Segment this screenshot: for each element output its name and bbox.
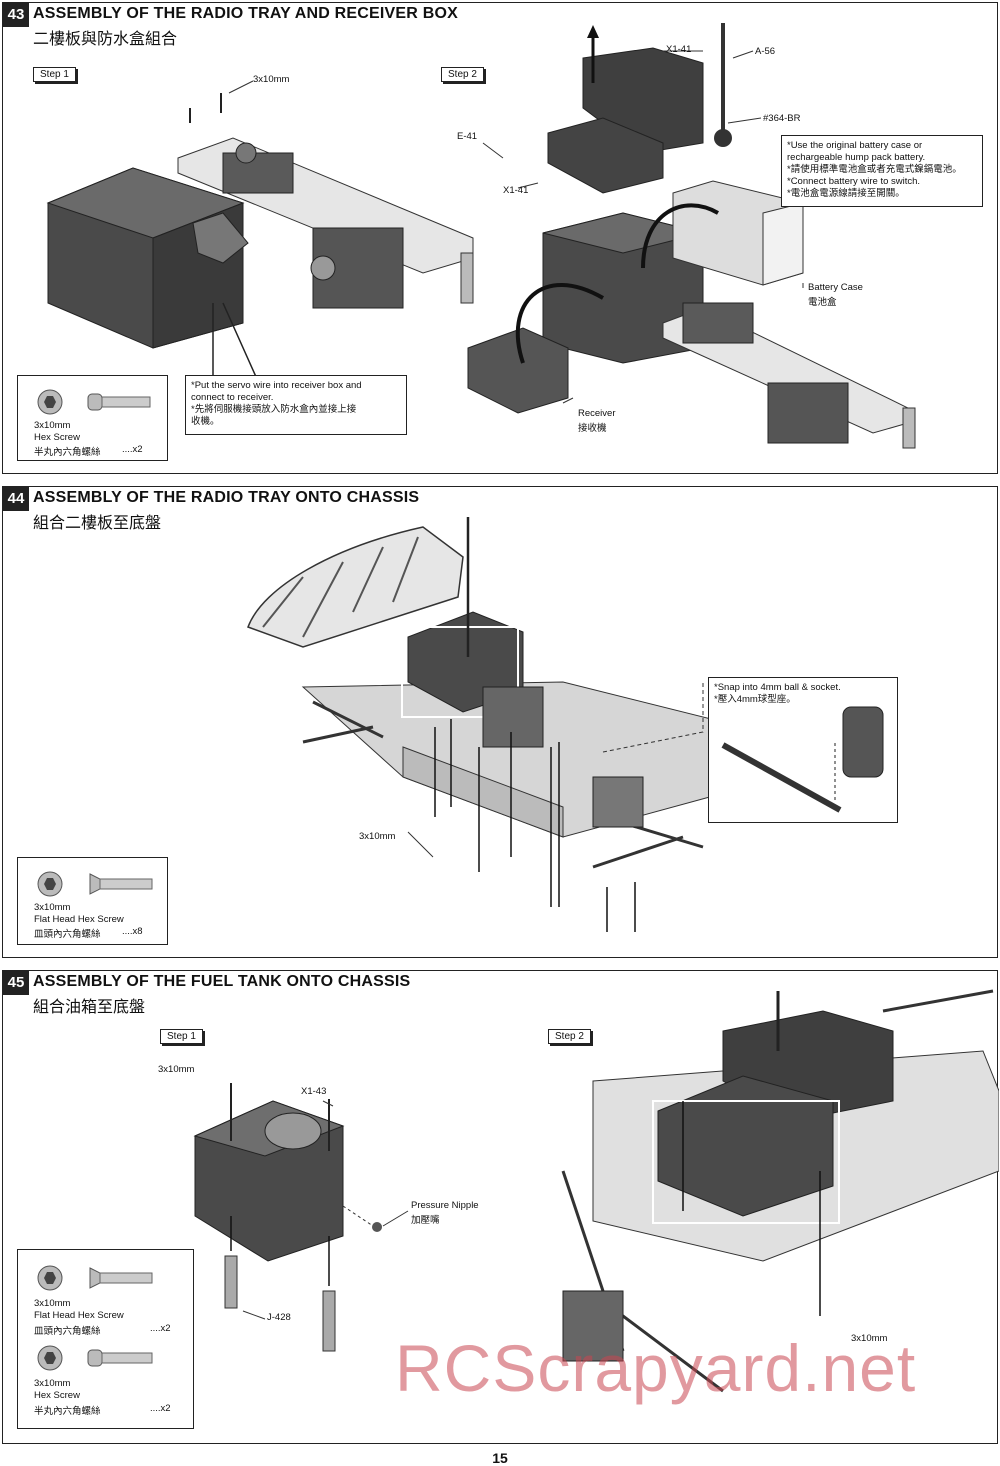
note-line: *Put the servo wire into receiver box an… [191, 380, 362, 391]
section-title: ASSEMBLY OF THE FUEL TANK ONTO CHASSIS [33, 973, 411, 990]
legend-quantity: ....x2 [150, 1323, 171, 1334]
hex-screw-icon [37, 389, 151, 415]
legend-quantity: ....x8 [122, 926, 143, 937]
note-line: rechargeable hump pack battery. [787, 152, 926, 163]
battery-note: *Use the original battery case or rechar… [781, 135, 983, 207]
label-x1-43: X1-43 [301, 1086, 327, 1097]
label-3x10mm: 3x10mm [253, 74, 290, 85]
note-line: 收機。 [191, 416, 220, 427]
hex-screw-icon [37, 1345, 153, 1371]
label-battery-case-chinese: 電池盒 [808, 297, 837, 308]
label-a-56: A-56 [755, 46, 776, 57]
label-3x10mm: 3x10mm [359, 831, 396, 842]
label-364-br: #364-BR [763, 113, 801, 124]
note-line: *請使用標準電池盒或者充電式鎳鎘電池。 [787, 164, 962, 175]
section-title-chinese: 組合二樓板至底盤 [33, 515, 162, 532]
legend-quantity: ....x2 [150, 1403, 171, 1414]
section-44: 44 ASSEMBLY OF THE RADIO TRAY ONTO CHASS… [2, 486, 998, 958]
label-receiver: Receiver [578, 408, 616, 419]
hardware-legend: 3x10mm Flat Head Hex Screw 皿頭內六角螺絲 ....x… [17, 1249, 194, 1429]
note-line: *電池盒電源線請接至開關。 [787, 188, 905, 199]
label-e-41: E-41 [457, 131, 478, 142]
note-line: *Connect battery wire to switch. [787, 176, 921, 187]
legend-name-chinese: 皿頭內六角螺絲 [34, 929, 101, 940]
note-line: *Use the original battery case or [787, 140, 923, 151]
legend-name: Hex Screw [34, 1390, 80, 1401]
note-line: connect to receiver. [191, 392, 274, 403]
legend-size: 3x10mm [34, 1298, 71, 1309]
legend-quantity: ....x2 [122, 444, 143, 455]
legend-name: Hex Screw [34, 432, 80, 443]
label-receiver-chinese: 接收機 [578, 423, 607, 434]
legend-size: 3x10mm [34, 420, 71, 431]
legend-name-chinese: 半丸內六角螺絲 [34, 1406, 101, 1417]
radio-tray-plate-drawing [177, 137, 474, 309]
step-2-label: Step 2 [441, 67, 484, 82]
step-number: 43 [3, 3, 29, 27]
legend-size: 3x10mm [34, 902, 71, 913]
label-battery-case: Battery Case [808, 282, 863, 293]
legend-name: Flat Head Hex Screw [34, 914, 124, 925]
label-x1-41-top: X1-41 [666, 44, 692, 55]
legend-name: Flat Head Hex Screw [34, 1310, 124, 1321]
fuel-tank-illustration [193, 989, 999, 1393]
note-line: *Snap into 4mm ball & socket. [714, 682, 841, 693]
hardware-legend: 3x10mm Flat Head Hex Screw 皿頭內六角螺絲 ....x… [17, 857, 168, 945]
step-1-label: Step 1 [33, 67, 76, 82]
page-number: 15 [492, 1450, 508, 1466]
battery-pack-drawing [547, 47, 704, 194]
label-pressure-nipple: Pressure Nipple [411, 1200, 479, 1211]
section-title: ASSEMBLY OF THE RADIO TRAY AND RECEIVER … [33, 5, 458, 22]
label-x1-41-bottom: X1-41 [503, 185, 529, 196]
label-3x10mm-step2: 3x10mm [851, 1333, 888, 1344]
section-43: 43 ASSEMBLY OF THE RADIO TRAY AND RECEIV… [2, 2, 998, 474]
label-pressure-nipple-chinese: 加壓嘴 [411, 1215, 440, 1226]
radio-tray-step2-drawing [662, 302, 916, 449]
flat-head-screw-icon [37, 1265, 153, 1291]
section-title-chinese: 二樓板與防水盒組合 [33, 31, 178, 48]
legend-name-chinese: 皿頭內六角螺絲 [34, 1326, 101, 1337]
step-number: 45 [3, 971, 29, 995]
step-number: 44 [3, 487, 29, 511]
step-1-label: Step 1 [160, 1029, 203, 1044]
ball-socket-detail-drawing [721, 706, 884, 813]
section-45: 45 ASSEMBLY OF THE FUEL TANK ONTO CHASSI… [2, 970, 999, 1444]
flat-head-screw-icon [37, 871, 153, 897]
label-j-428: J-428 [267, 1312, 291, 1323]
receiver-drawing [467, 327, 569, 414]
note-line: *先將伺服機接頭放入防水盒內並接上接 [191, 404, 357, 415]
watermark: RCScrapyard.net [395, 1331, 917, 1405]
label-3x10mm-step1: 3x10mm [158, 1064, 195, 1075]
legend-name-chinese: 半丸內六角螺絲 [34, 447, 101, 458]
radio-tray-illustration [46, 23, 916, 449]
section-title: ASSEMBLY OF THE RADIO TRAY ONTO CHASSIS [33, 489, 420, 506]
note-line: *壓入4mm球型座。 [714, 694, 796, 705]
chassis-illustration [247, 517, 884, 932]
step-2-label: Step 2 [548, 1029, 591, 1044]
section-title-chinese: 組合油箱至底盤 [33, 999, 146, 1016]
servo-wire-note: *Put the servo wire into receiver box an… [185, 375, 407, 435]
hardware-legend: 3x10mm Hex Screw 半丸內六角螺絲 ....x2 [17, 375, 168, 461]
legend-size: 3x10mm [34, 1378, 71, 1389]
